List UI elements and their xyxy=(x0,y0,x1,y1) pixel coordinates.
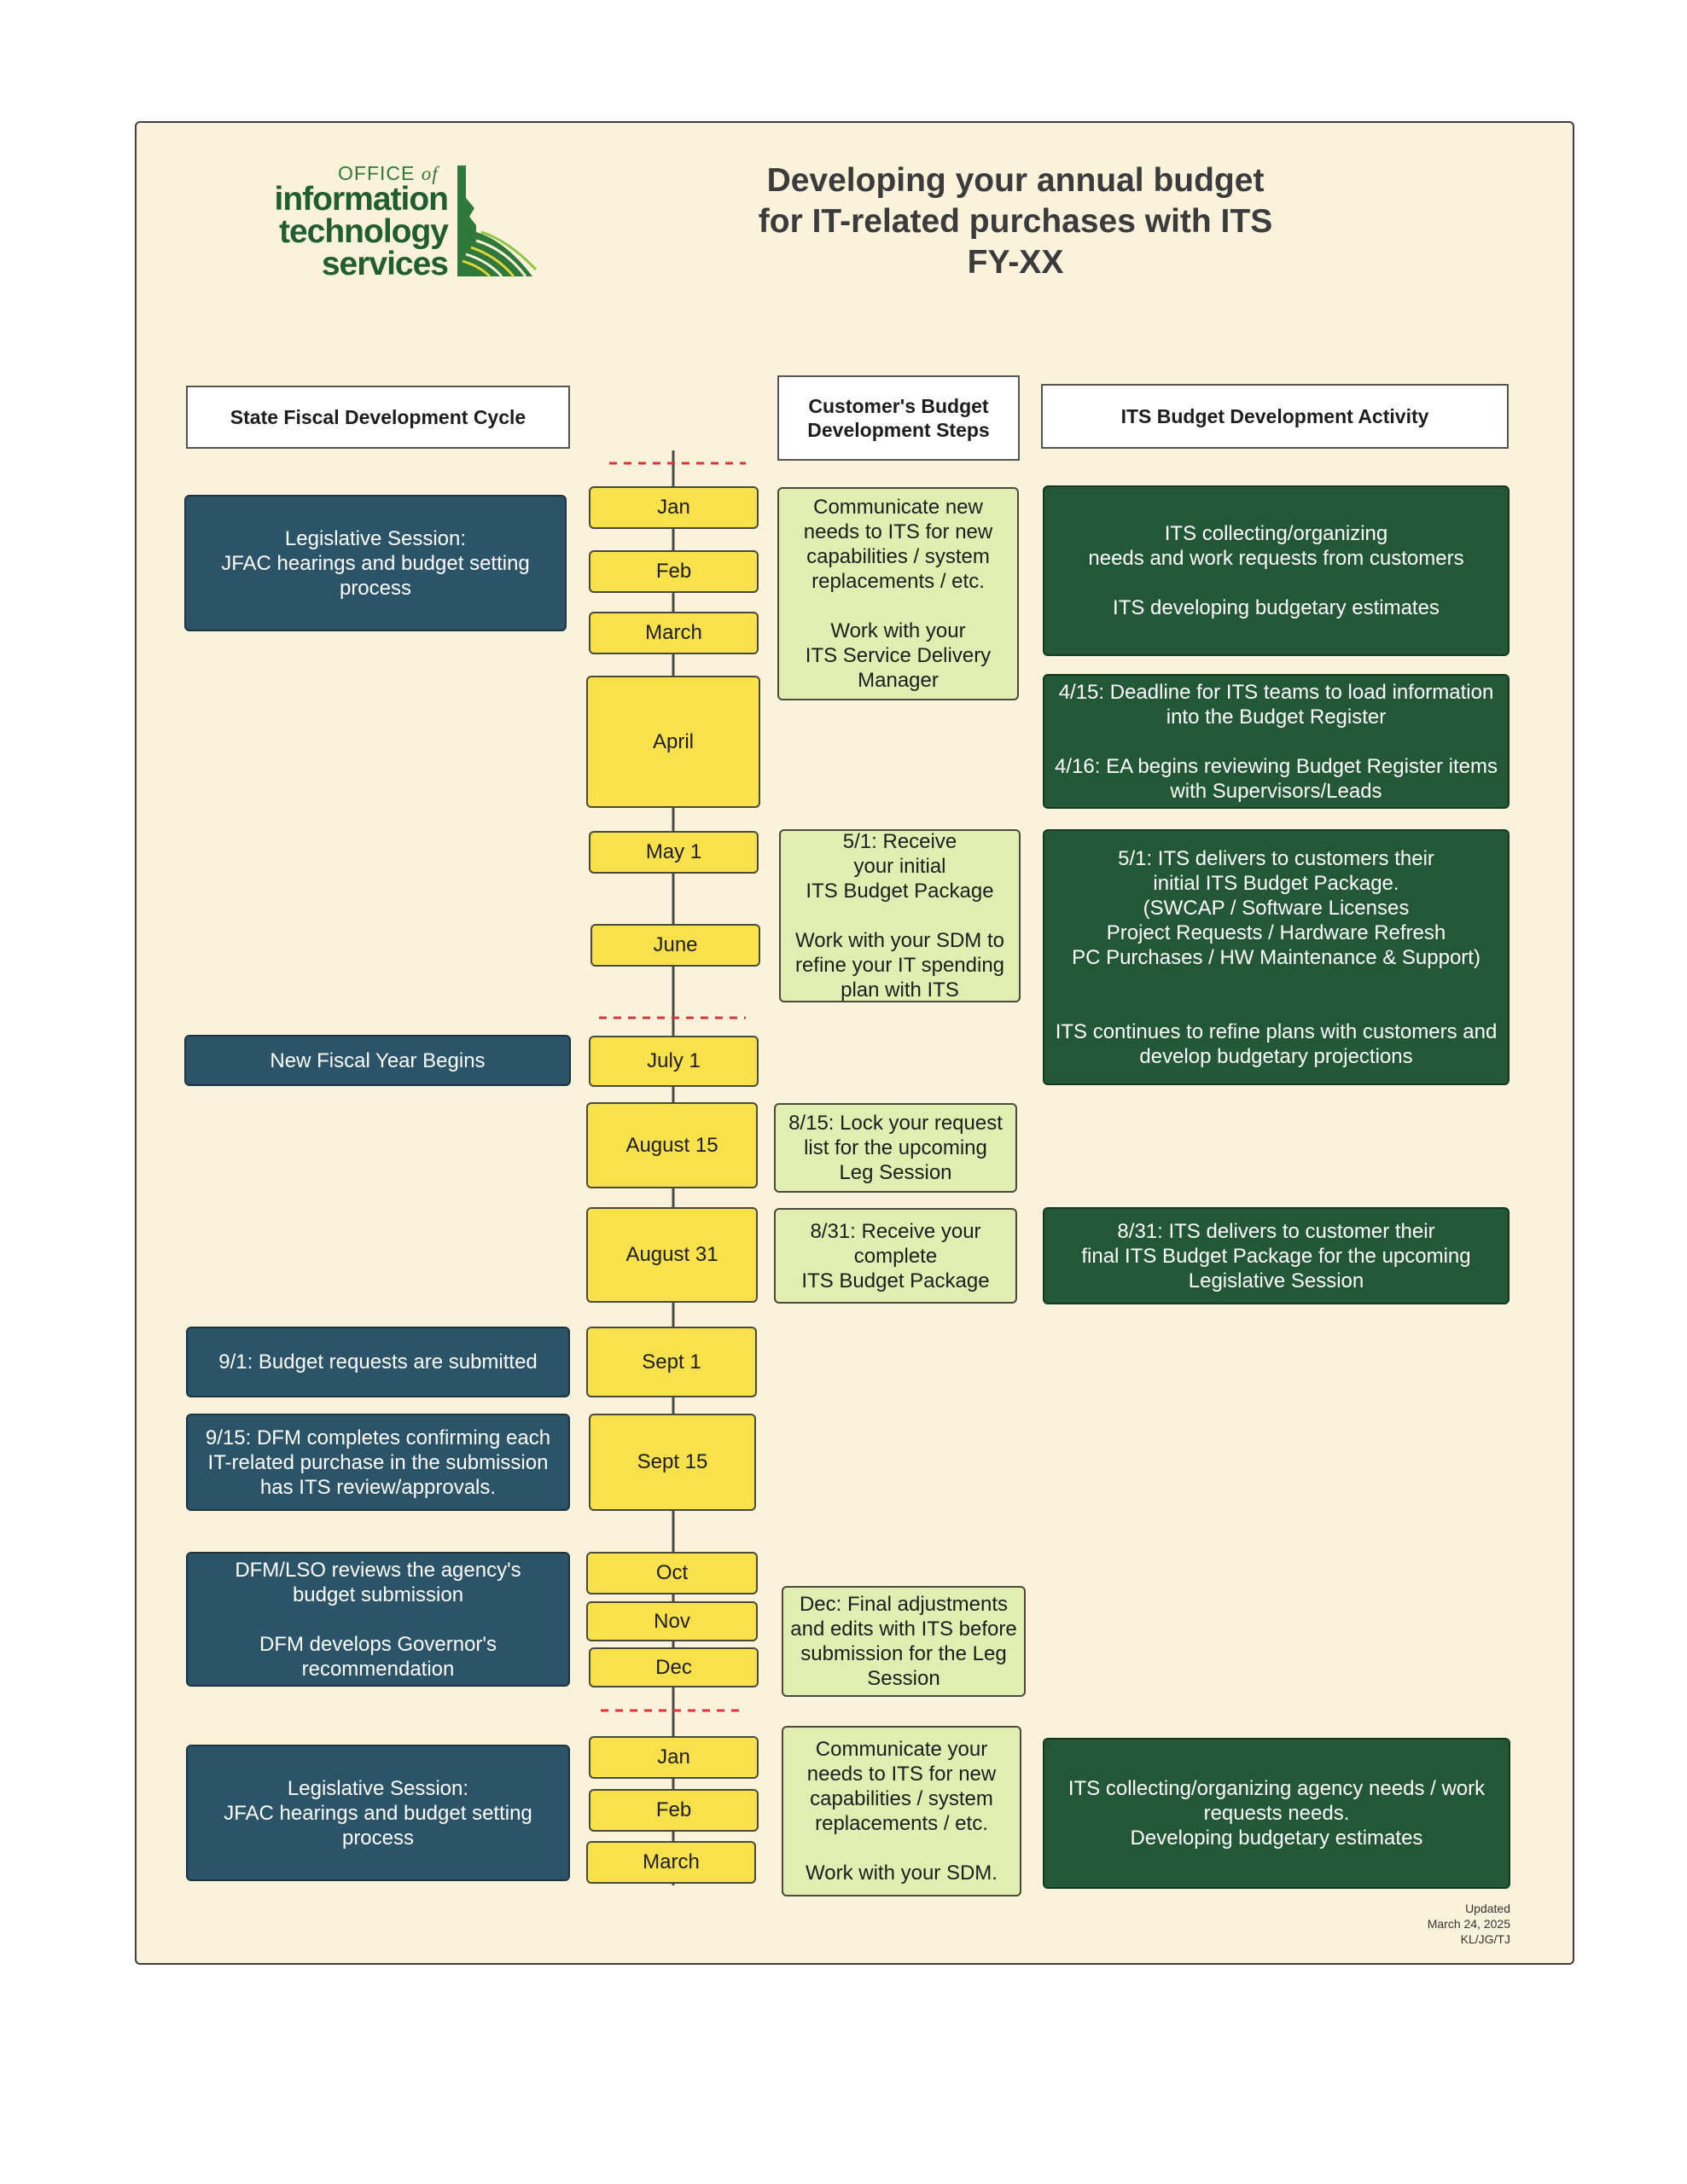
customer-communicate-needs: Communicate new needs to ITS for new cap… xyxy=(777,487,1019,700)
logo-services-text: services xyxy=(321,246,449,282)
header-its-activity: ITS Budget Development Activity xyxy=(1041,384,1509,449)
month-feb: Feb xyxy=(589,1789,759,1832)
month-jan: Jan xyxy=(589,1736,759,1779)
state-new-fiscal-year: New Fiscal Year Begins xyxy=(184,1035,571,1086)
state-legislative-session: Legislative Session: JFAC hearings and b… xyxy=(184,495,567,631)
logo-information-text: information xyxy=(274,181,449,218)
month-may-1: May 1 xyxy=(589,831,759,874)
its-collecting-needs: ITS collecting/organizing needs and work… xyxy=(1043,485,1510,656)
logo-state-graphic xyxy=(457,166,538,278)
month-august-15: August 15 xyxy=(586,1102,758,1188)
customer-receive-complete-package: 8/31: Receive your complete ITS Budget P… xyxy=(774,1208,1017,1304)
page-title: Developing your annual budget for IT-rel… xyxy=(717,160,1314,283)
month-august-31: August 31 xyxy=(586,1207,758,1303)
its-delivers-initial-package: 5/1: ITS delivers to customers their ini… xyxy=(1043,829,1510,1085)
customer-lock-request: 8/15: Lock your request list for the upc… xyxy=(774,1103,1017,1193)
month-april: April xyxy=(586,676,760,808)
logo-technology-text: technology xyxy=(278,213,449,250)
its-logo: OFFICE of information technology service… xyxy=(265,162,538,290)
logo-office-text: OFFICE of xyxy=(338,162,439,184)
month-jan: Jan xyxy=(589,486,759,529)
header-customer-steps: Customer's Budget Development Steps xyxy=(777,375,1020,461)
updated-date: March 24, 2025 xyxy=(1427,1917,1510,1931)
its-budget-register-deadline: 4/15: Deadline for ITS teams to load inf… xyxy=(1043,674,1510,809)
month-oct: Oct xyxy=(586,1552,758,1594)
header-state-fiscal-cycle: State Fiscal Development Cycle xyxy=(186,386,570,449)
state-dfm-lso-review: DFM/LSO reviews the agency's budget subm… xyxy=(186,1552,570,1687)
updated-authors: KL/JG/TJ xyxy=(1460,1932,1510,1946)
month-dec: Dec xyxy=(589,1647,759,1687)
month-march: March xyxy=(586,1841,756,1884)
state-dfm-confirms: 9/15: DFM completes confirming each IT-r… xyxy=(186,1414,570,1511)
customer-communicate-needs: Communicate your needs to ITS for new ca… xyxy=(782,1726,1021,1896)
month-feb: Feb xyxy=(589,550,759,593)
month-sept-1: Sept 1 xyxy=(586,1327,757,1397)
title-line-3: FY-XX xyxy=(967,244,1064,281)
its-delivers-final-package: 8/31: ITS delivers to customer their fin… xyxy=(1043,1207,1510,1304)
title-line-1: Developing your annual budget xyxy=(766,162,1265,199)
customer-receive-initial-package: 5/1: Receive your initial ITS Budget Pac… xyxy=(779,829,1021,1002)
customer-dec-final-adjustments: Dec: Final adjustments and edits with IT… xyxy=(782,1586,1026,1697)
month-sept-15: Sept 15 xyxy=(589,1414,756,1511)
month-nov: Nov xyxy=(586,1601,758,1641)
month-march: March xyxy=(589,612,759,654)
month-july-1: July 1 xyxy=(589,1036,759,1087)
its-collecting-needs: ITS collecting/organizing agency needs /… xyxy=(1043,1738,1510,1889)
title-line-2: for IT-related purchases with ITS xyxy=(758,203,1273,240)
updated-note: Updated March 24, 2025 KL/JG/TJ xyxy=(1340,1901,1510,1947)
state-budget-submitted: 9/1: Budget requests are submitted xyxy=(186,1327,570,1397)
updated-label: Updated xyxy=(1465,1902,1510,1915)
month-june: June xyxy=(590,924,760,967)
state-legislative-session: Legislative Session: JFAC hearings and b… xyxy=(186,1745,570,1881)
